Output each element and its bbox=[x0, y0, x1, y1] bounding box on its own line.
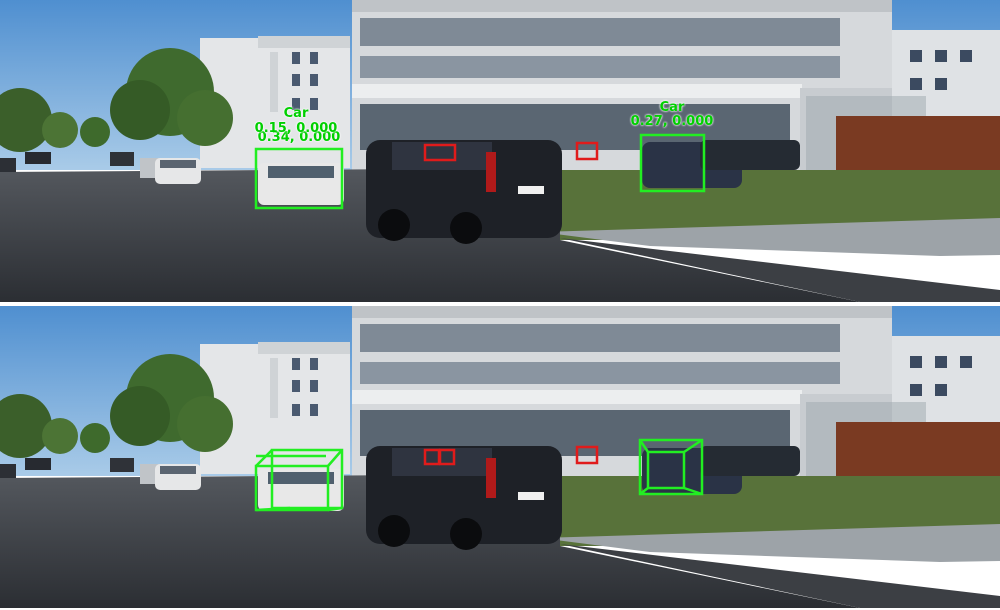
top-street-scene bbox=[0, 0, 1000, 302]
detection-label: Car bbox=[284, 107, 309, 121]
ground-truth-box bbox=[423, 143, 457, 162]
bottom-image-panel bbox=[0, 306, 1000, 608]
prediction-box-2d bbox=[254, 147, 344, 210]
van bbox=[366, 446, 562, 550]
right-road bbox=[560, 544, 1000, 608]
ground-truth-box bbox=[438, 448, 456, 466]
parked-cars-left bbox=[0, 458, 201, 490]
bottom-street-scene bbox=[0, 306, 1000, 608]
detection-score: 0.27, 0.000 bbox=[630, 114, 714, 129]
prediction-box-3d bbox=[638, 438, 704, 496]
prediction-box-3d bbox=[254, 448, 344, 512]
overlapped-detection-text: 0.34, 0.000 bbox=[257, 130, 341, 145]
detection-score: 0.15, 0.000 bbox=[254, 121, 338, 136]
top-image-panel: Car 0.34, 0.000 0.15, 0.000 Car 0.27, 0.… bbox=[0, 0, 1000, 302]
sidewalk bbox=[540, 524, 1000, 562]
right-dark-car bbox=[642, 140, 800, 188]
parked-cars-left bbox=[0, 152, 201, 184]
ground-truth-box bbox=[575, 445, 599, 465]
white-car bbox=[258, 469, 344, 511]
ground-truth-box bbox=[575, 141, 599, 161]
trees bbox=[0, 354, 233, 458]
detection-class: Car bbox=[283, 106, 309, 121]
right-road bbox=[560, 238, 1000, 302]
white-car bbox=[258, 163, 344, 205]
trees bbox=[0, 48, 233, 152]
prediction-box-2d bbox=[639, 133, 706, 193]
detection-class: Car bbox=[659, 100, 685, 115]
detection-label: Car 0.27, 0.000 bbox=[631, 101, 714, 129]
right-dark-car bbox=[642, 446, 800, 494]
far-building bbox=[200, 342, 350, 474]
van bbox=[366, 140, 562, 244]
sidewalk bbox=[540, 218, 1000, 256]
